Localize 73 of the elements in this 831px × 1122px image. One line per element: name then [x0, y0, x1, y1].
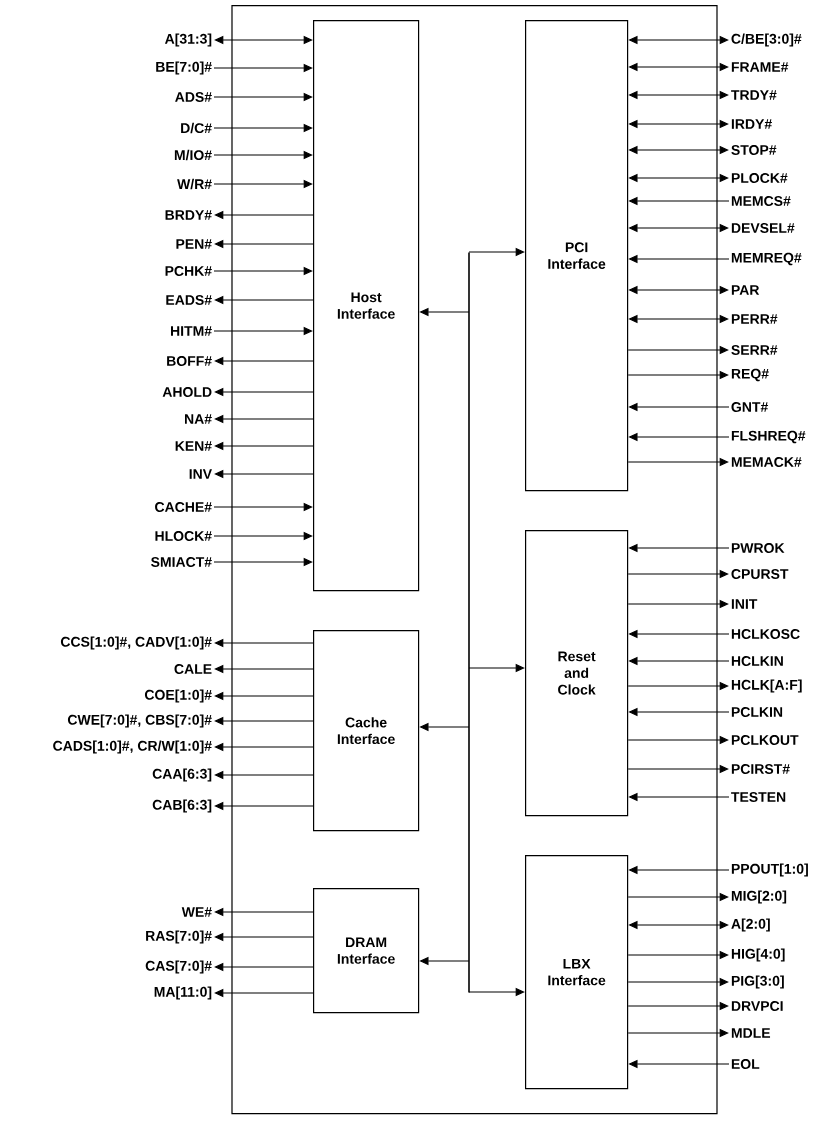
- signal-label: A[2:0]: [731, 918, 770, 932]
- signal-label: STOP#: [731, 145, 777, 155]
- signal-label: INV: [189, 469, 212, 479]
- bus-line: [468, 252, 470, 993]
- block-box: LBX Interface: [525, 855, 629, 1090]
- signal-label: HCLKOSC: [731, 629, 800, 639]
- signal-label: KEN#: [175, 441, 212, 451]
- signal-label: MEMACK#: [731, 457, 802, 467]
- signal-label: MDLE: [731, 1028, 771, 1038]
- signal-label: EOL: [731, 1059, 760, 1069]
- block-box: Cache Interface: [313, 630, 420, 832]
- signal-label: HCLKIN: [731, 656, 783, 666]
- signal-label: HITM#: [171, 326, 212, 336]
- signal-label: ADS#: [175, 92, 212, 102]
- block-box: Reset and Clock: [525, 530, 629, 817]
- signal-label: CADS[1:0]#, CR/W[1:0]#: [53, 740, 212, 754]
- signal-label: PIG[3:0]: [731, 975, 784, 989]
- signal-label: TESTEN: [731, 792, 786, 802]
- signal-label: CAB[6:3]: [152, 799, 212, 813]
- arrow: [214, 35, 313, 45]
- signal-label: GNT#: [731, 402, 769, 412]
- signal-label: INIT: [731, 599, 758, 609]
- signal-label: MEMREQ#: [731, 252, 802, 266]
- signal-label: PCLKOUT: [731, 735, 799, 745]
- signal-label: CAS[7:0]#: [145, 960, 212, 974]
- signal-label: CAA[6:3]: [152, 768, 212, 782]
- signal-label: HCLK[A:F]: [731, 679, 802, 693]
- signal-label: A[31:3]: [164, 33, 212, 47]
- signal-label: MIG[2:0]: [731, 890, 787, 904]
- chip-outline: [231, 5, 718, 1115]
- signal-label: NA#: [185, 414, 212, 424]
- signal-label: PCLKIN: [731, 707, 783, 717]
- signal-label: CACHE#: [155, 502, 212, 512]
- block-box: DRAM Interface: [313, 888, 420, 1014]
- signal-label: C/BE[3:0]#: [731, 33, 802, 47]
- signal-label: MEMCS#: [731, 196, 791, 206]
- signal-label: CWE[7:0]#, CBS[7:0]#: [67, 714, 212, 728]
- signal-label: AHOLD: [162, 387, 212, 397]
- signal-label: PERR#: [731, 314, 778, 324]
- signal-label: SERR#: [731, 345, 778, 355]
- signal-label: BRDY#: [165, 210, 212, 220]
- signal-label: SMIACT#: [151, 557, 212, 567]
- signal-label: CCS[1:0]#, CADV[1:0]#: [60, 636, 212, 650]
- signal-label: COE[1:0]#: [144, 689, 212, 703]
- signal-label: W/R#: [177, 178, 212, 190]
- signal-label: DEVSEL#: [731, 223, 795, 233]
- signal-label: HIG[4:0]: [731, 948, 785, 962]
- signal-label: CPURST: [731, 569, 789, 579]
- signal-label: MA[11:0]: [154, 986, 212, 1000]
- signal-label: PWROK: [731, 543, 785, 553]
- signal-label: FRAME#: [731, 62, 789, 72]
- signal-label: CALE: [174, 664, 212, 674]
- signal-label: HLOCK#: [155, 531, 212, 541]
- signal-label: D/C#: [181, 122, 212, 134]
- block-box: Host Interface: [313, 20, 420, 592]
- signal-label: PCHK#: [165, 266, 212, 276]
- signal-label: PAR: [731, 285, 760, 295]
- signal-label: IRDY#: [731, 119, 772, 129]
- signal-label: PLOCK#: [731, 173, 788, 183]
- signal-label: DRVPCI: [731, 1001, 783, 1011]
- signal-label: RAS[7:0]#: [146, 930, 212, 944]
- block-box: PCI Interface: [525, 20, 629, 492]
- signal-label: FLSHREQ#: [731, 430, 806, 444]
- signal-label: EADS#: [166, 295, 212, 305]
- signal-label: PEN#: [176, 239, 212, 249]
- signal-label: REQ#: [731, 368, 769, 382]
- signal-label: WE#: [181, 907, 212, 917]
- signal-label: BE[7:0]#: [156, 61, 212, 75]
- signal-label: PPOUT[1:0]: [731, 863, 808, 877]
- signal-label: TRDY#: [731, 90, 777, 100]
- signal-label: BOFF#: [167, 356, 212, 366]
- signal-label: M/IO#: [174, 149, 212, 161]
- signal-label: PCIRST#: [731, 764, 790, 774]
